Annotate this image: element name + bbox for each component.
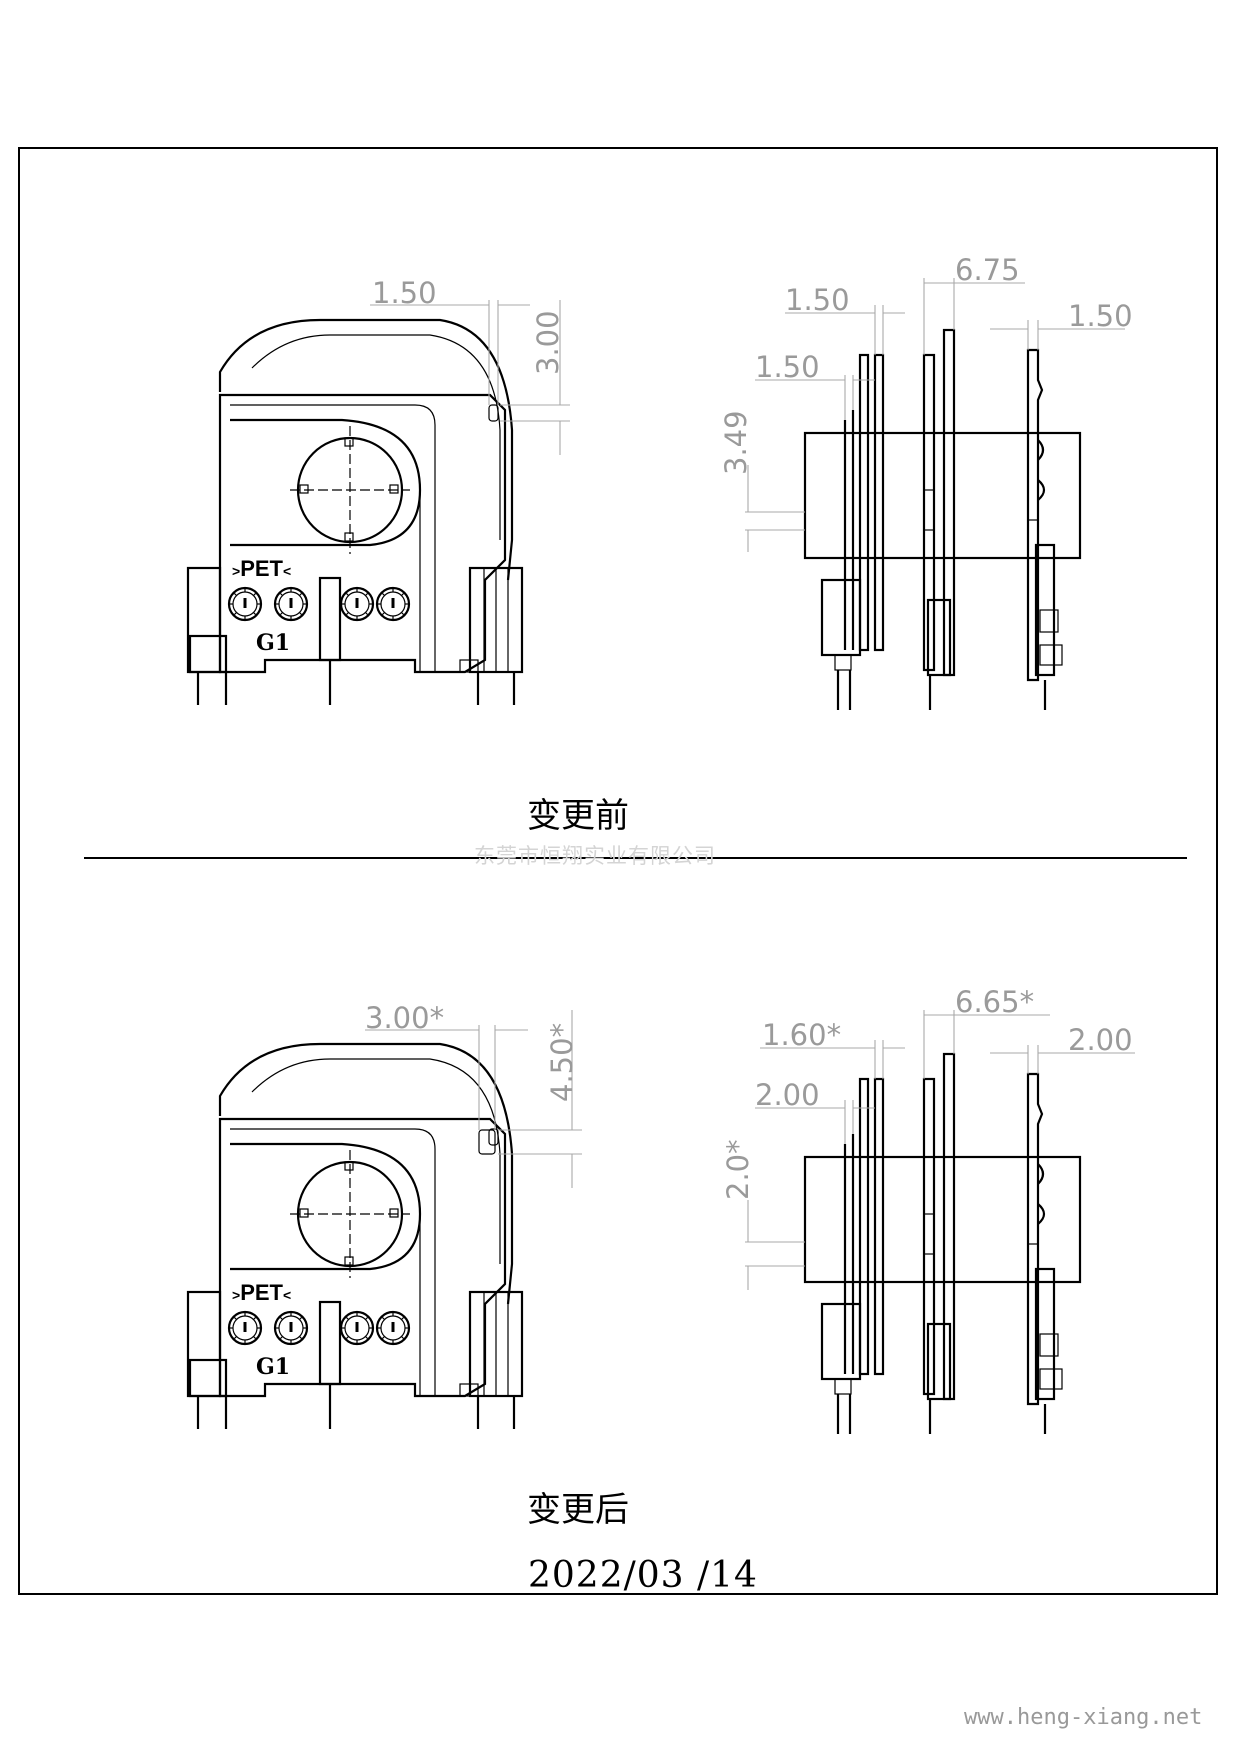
dim-front-height-after: 4.50* xyxy=(545,1023,579,1102)
dim-overall-before: 6.75 xyxy=(955,253,1020,287)
grade-marking-after: G1 xyxy=(256,1354,290,1380)
side-view-after xyxy=(803,1052,1082,1436)
dim-overall-after: 6.65* xyxy=(955,985,1034,1019)
dim-top-left-after: 1.60* xyxy=(762,1018,841,1052)
dim-front-width-after: 3.00* xyxy=(365,1001,444,1035)
front-view-after xyxy=(188,1044,522,1429)
dim-front-height-before: 3.00 xyxy=(531,310,565,375)
side-dims-after: 6.65* 1.60* 2.00 2.00 2.0* xyxy=(721,985,1135,1290)
front-view-before xyxy=(188,320,522,705)
caption-after: 变更后 xyxy=(527,1490,629,1530)
company-watermark: 东莞市恒翔实业有限公司 xyxy=(474,844,716,868)
dim-top-right-before: 1.50 xyxy=(1068,299,1133,333)
side-dims-before: 6.75 1.50 1.50 1.50 3.49 xyxy=(719,253,1133,552)
dim-vertical-before: 3.49 xyxy=(719,410,753,475)
grade-marking-before: G1 xyxy=(256,630,290,656)
front-dims-after: 3.00* 4.50* xyxy=(365,1001,582,1188)
dim-top-left-before: 1.50 xyxy=(785,283,850,317)
revision-date: 2022/03 /14 xyxy=(528,1555,758,1591)
dim-vertical-after: 2.0* xyxy=(721,1139,755,1200)
side-view-before xyxy=(803,328,1082,712)
dim-mid-left-after: 2.00 xyxy=(755,1078,820,1112)
dim-front-width-before: 1.50 xyxy=(372,276,437,310)
section-divider xyxy=(84,857,1187,859)
caption-before: 变更前 xyxy=(527,796,629,836)
dim-mid-left-before: 1.50 xyxy=(755,350,820,384)
material-marking-after: >PET< xyxy=(232,1280,291,1305)
material-marking-before: >PET< xyxy=(232,556,291,581)
dim-top-right-after: 2.00 xyxy=(1068,1023,1133,1057)
website-url: www.heng-xiang.net xyxy=(964,1705,1203,1730)
drawing-frame xyxy=(18,147,1218,1595)
front-dims-before: 1.50 3.00 xyxy=(370,276,570,455)
